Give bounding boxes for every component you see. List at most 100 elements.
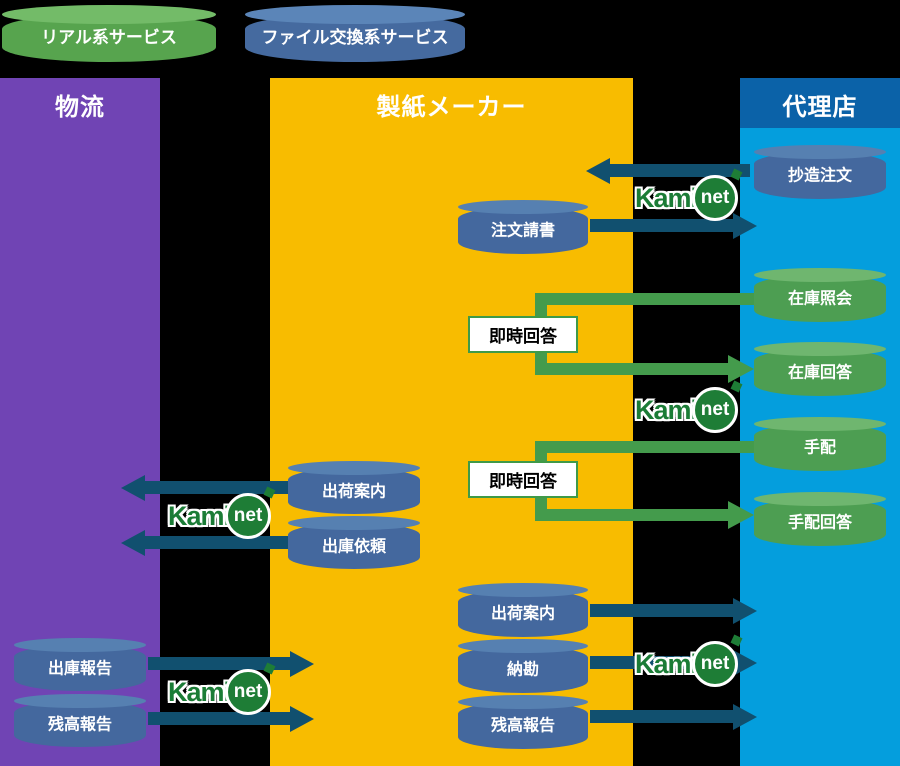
instant-reply-box-1: 即時回答 xyxy=(468,316,578,353)
cylinder-body xyxy=(14,645,146,691)
cylinder-body xyxy=(458,646,588,693)
cylinder-body xyxy=(754,275,886,322)
node-shipping-notice-bottom: 出荷案内 xyxy=(458,583,588,637)
arrow-order-acceptance-shaft xyxy=(590,219,733,232)
node-label: 納勘 xyxy=(506,661,539,679)
cylinder-top-ellipse xyxy=(14,638,146,652)
cylinder-top-ellipse xyxy=(458,695,588,709)
node-delivery-settlement: 納勘 xyxy=(458,639,588,693)
real-service-cylinder: リアル系サービス xyxy=(2,5,216,62)
node-outbound-request: 出庫依頼 xyxy=(288,516,420,569)
cylinder-top-ellipse xyxy=(754,342,886,356)
instant-reply-label: 即時回答 xyxy=(489,327,557,346)
arrow-outbound-request-head xyxy=(121,530,145,556)
kaminet-kami-text: Kami xyxy=(635,394,698,425)
kaminet-kami-text: Kami xyxy=(168,500,231,531)
node-balance-report-left: 残高報告 xyxy=(14,694,146,747)
kaminet-net-circle: net xyxy=(225,669,272,715)
arrow-shipping-notice-mid-head xyxy=(121,475,145,501)
kaminet-net-circle: net xyxy=(692,175,739,221)
cylinder-body xyxy=(458,702,588,749)
node-label: 出荷案内 xyxy=(321,482,386,500)
file-exchange-service-cylinder: ファイル交換系サービス xyxy=(245,5,465,62)
node-balance-report-center: 残高報告 xyxy=(458,695,588,749)
kaminet-kami-text: Kami xyxy=(635,182,698,213)
cylinder-top-ellipse xyxy=(754,417,886,431)
column-agency-header xyxy=(740,78,900,128)
arrow-balance-report-left-head xyxy=(290,706,314,732)
node-outbound-report: 出庫報告 xyxy=(14,638,146,691)
connector-arrangement-reply-arrowhead xyxy=(728,501,754,529)
cylinder-top-ellipse xyxy=(458,200,588,214)
node-order-acceptance: 注文請書 xyxy=(458,200,588,254)
node-arrangement: 手配 xyxy=(754,417,886,471)
arrow-order-acceptance-head xyxy=(733,213,757,239)
arrow-outbound-report-head xyxy=(290,651,314,677)
connector-stock-inquiry-line xyxy=(535,293,754,305)
column-logistics-title: 物流 xyxy=(55,94,105,121)
node-label: 在庫照会 xyxy=(787,290,852,308)
column-paper-manufacturer-title: 製紙メーカー xyxy=(376,94,527,121)
cylinder-body xyxy=(288,523,420,569)
node-label: 残高報告 xyxy=(490,717,555,735)
instant-reply-label: 即時回答 xyxy=(489,472,557,491)
connector-arrangement-reply-shaft xyxy=(535,509,728,521)
arrow-balance-report-left-shaft xyxy=(148,712,290,725)
node-label: 出庫依頼 xyxy=(321,537,386,555)
arrow-outbound-request-shaft xyxy=(145,536,288,549)
connector-stock-reply-shaft xyxy=(535,363,728,375)
cylinder-top-ellipse xyxy=(754,492,886,506)
arrow-balance-report-center-head xyxy=(733,704,757,730)
kaminet-logo: Kami net xyxy=(635,380,743,433)
kaminet-kami-text: Kami xyxy=(635,648,698,679)
node-label: 手配 xyxy=(803,439,836,457)
node-label: 在庫回答 xyxy=(787,364,852,382)
cylinder-top-ellipse xyxy=(288,516,420,530)
cylinder-body xyxy=(14,701,146,747)
kaminet-net-circle: net xyxy=(225,493,272,539)
node-stock-inquiry: 在庫照会 xyxy=(754,268,886,322)
arrow-papermaking-order-shaft xyxy=(610,164,750,177)
node-arrangement-reply: 手配回答 xyxy=(754,492,886,546)
arrow-papermaking-order-head xyxy=(586,158,610,184)
instant-reply-box-2: 即時回答 xyxy=(468,461,578,498)
arrow-balance-report-center-shaft xyxy=(590,710,733,723)
cylinder-top-ellipse xyxy=(2,5,216,24)
cylinder-body xyxy=(458,207,588,254)
kaminet-net-circle: net xyxy=(692,387,739,433)
cylinder-body xyxy=(754,499,886,546)
cylinder-body xyxy=(458,590,588,637)
node-shipping-notice-mid: 出荷案内 xyxy=(288,461,420,514)
kaminet-logo: Kami net xyxy=(168,662,276,715)
arrow-shipping-notice-mid-shaft xyxy=(145,481,288,494)
kaminet-logo: Kami net xyxy=(168,486,276,539)
cylinder-top-ellipse xyxy=(754,145,886,159)
cylinder-top-ellipse xyxy=(458,639,588,653)
cylinder-top-ellipse xyxy=(288,461,420,475)
node-stock-reply: 在庫回答 xyxy=(754,342,886,396)
cylinder-top-ellipse xyxy=(245,5,465,24)
real-service-label: リアル系サービス xyxy=(41,27,177,47)
cylinder-body xyxy=(288,468,420,514)
arrow-shipping-notice-bottom-shaft xyxy=(590,604,733,617)
cylinder-body xyxy=(754,152,886,199)
kaminet-logo: Kami net xyxy=(635,634,743,687)
node-papermaking-order: 抄造注文 xyxy=(754,145,886,199)
cylinder-top-ellipse xyxy=(754,268,886,282)
cylinder-top-ellipse xyxy=(14,694,146,708)
node-label: 抄造注文 xyxy=(787,167,852,185)
file-exchange-service-label: ファイル交換系サービス xyxy=(261,27,449,47)
node-label: 注文請書 xyxy=(490,222,555,240)
cylinder-body xyxy=(754,424,886,471)
kaminet-net-circle: net xyxy=(692,641,739,687)
connector-stock-reply-arrowhead xyxy=(728,355,754,383)
node-label: 出庫報告 xyxy=(47,659,112,677)
node-label: 出荷案内 xyxy=(490,605,555,623)
cylinder-top-ellipse xyxy=(458,583,588,597)
cylinder-body xyxy=(754,349,886,396)
connector-arrangement-line xyxy=(535,441,754,453)
arrow-shipping-notice-bottom-head xyxy=(733,598,757,624)
kaminet-kami-text: Kami xyxy=(168,676,231,707)
column-agency-title: 代理店 xyxy=(782,94,858,121)
